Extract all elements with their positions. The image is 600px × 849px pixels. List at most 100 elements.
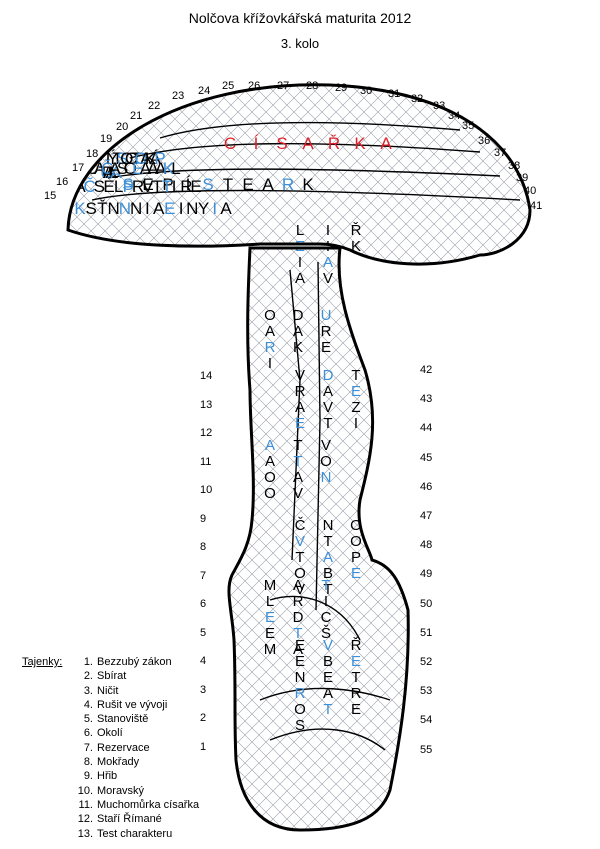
solutions-header: Tajenky:	[22, 656, 63, 668]
grid-letter: V	[295, 367, 305, 384]
grid-letter: A	[293, 577, 303, 594]
grid-letter: A	[323, 383, 333, 400]
grid-letter: E	[323, 669, 333, 686]
solution-item: 12. Staří Římané	[67, 812, 227, 826]
right-clue-number: 43	[420, 393, 433, 406]
grid-letter: V	[323, 399, 333, 416]
grid-letter: O	[264, 307, 276, 324]
grid-letter: I	[106, 149, 111, 168]
grid-letter: A	[155, 159, 167, 178]
solution-number: 8.	[83, 756, 93, 769]
left-clue-number: 2	[200, 712, 207, 724]
grid-letter: O	[264, 485, 276, 502]
grid-letter: U	[100, 163, 112, 182]
round-label: 3. kolo	[280, 36, 320, 51]
grid-letter: R	[180, 177, 192, 196]
solution-number: 5.	[83, 713, 93, 726]
grid-letter: O	[120, 149, 133, 168]
grid-letter: A	[265, 453, 275, 470]
solution-number: 9.	[83, 770, 93, 783]
grid-letter: O	[125, 149, 138, 168]
grid-letter: E	[190, 177, 201, 196]
grid-letter: N	[321, 469, 332, 486]
featured-letter: K	[354, 134, 366, 153]
cap-clue-number: 30	[360, 85, 373, 97]
grid-letter: S	[86, 199, 97, 218]
grid-letter: L	[171, 159, 180, 178]
grid-letter: R	[293, 593, 304, 610]
left-clue-number: 13	[200, 398, 213, 411]
featured-letter: Í	[254, 134, 259, 153]
grid-letter: O	[350, 533, 362, 550]
grid-letter: E	[295, 637, 305, 654]
grid-letter: T	[323, 533, 332, 550]
grid-letter: A	[262, 175, 274, 194]
cap-clue-number: 40	[524, 185, 537, 197]
grid-letter: T	[131, 149, 141, 168]
grid-letter: V	[295, 533, 305, 550]
grid-letter: E	[295, 415, 305, 432]
grid-letter: V	[293, 485, 303, 502]
left-clue-number: 11	[200, 455, 212, 468]
grid-letter: U	[321, 307, 332, 324]
left-clue-number: 3	[200, 683, 207, 696]
solution-number: 11.	[78, 798, 93, 811]
grid-letter: Y	[198, 199, 209, 218]
cap-clue-number: 26	[248, 80, 261, 92]
grid-letter: A	[295, 399, 305, 416]
grid-letter: B	[323, 653, 333, 670]
grid-letter: R	[295, 383, 306, 400]
grid-letter: E	[321, 339, 331, 356]
grid-letter: A	[220, 199, 232, 218]
solution-text: Bezzubý zákon	[97, 656, 172, 668]
solution-number: 10.	[77, 784, 93, 797]
solution-item: 13.Test charakteru	[67, 827, 227, 841]
cap-clue-number: 34	[448, 110, 461, 122]
cap-clue-number: 32	[411, 93, 424, 105]
solution-number: 1.	[83, 656, 93, 668]
cap-clue-number: 22	[148, 100, 161, 112]
page-title: Nolčova křížovkářská maturita 2012	[188, 10, 412, 26]
solution-item: 10.Moravský	[67, 784, 227, 798]
grid-letter: A	[153, 199, 165, 218]
cap-clue-number: 23	[172, 90, 185, 102]
right-clue-number: 50	[420, 597, 433, 610]
grid-letter: D	[323, 367, 334, 384]
solution-text: Staří Římané	[97, 813, 162, 826]
grid-letter: A	[295, 270, 305, 287]
solution-text: Hřib	[97, 770, 118, 783]
grid-letter: T	[295, 549, 304, 566]
grid-letter: T	[323, 415, 332, 432]
grid-letter: E	[351, 565, 361, 582]
grid-letter: R	[351, 685, 362, 702]
grid-letter: T	[223, 175, 233, 194]
grid-letter: A	[140, 149, 152, 168]
solution-text: Sbírat	[97, 670, 127, 683]
left-clue-number: 10	[200, 484, 213, 496]
solution-text: Rušit ve vývoji	[97, 698, 168, 711]
grid-letter: Í	[186, 175, 191, 194]
cap-clue-number: 15	[44, 190, 57, 202]
grid-letter: V	[295, 581, 305, 598]
cap-clue-number: 16	[56, 176, 69, 188]
grid-letter: S	[202, 175, 213, 194]
solution-item: 9. Hřib	[67, 769, 227, 783]
solution-item: 2.Sbírat	[67, 669, 227, 683]
grid-letter: Ť	[97, 199, 107, 218]
grid-letter: S	[295, 717, 305, 734]
grid-letter: Ř	[351, 222, 362, 239]
cap-clue-number: 38	[508, 160, 521, 172]
grid-letter: A	[293, 323, 303, 340]
grid-letter: E	[351, 383, 361, 400]
grid-letter: P	[123, 177, 134, 196]
solution-item: 11.Muchomůrka císařka	[67, 798, 227, 812]
solution-number: 12.	[77, 813, 93, 826]
solution-text: Rezervace	[97, 741, 150, 754]
featured-letter: A	[380, 134, 392, 153]
grid-letter: I	[298, 254, 302, 271]
grid-letter: L	[114, 177, 123, 196]
left-clue-number: 5	[200, 626, 207, 639]
grid-letter: N	[295, 669, 306, 686]
grid-letter: A	[323, 549, 333, 566]
